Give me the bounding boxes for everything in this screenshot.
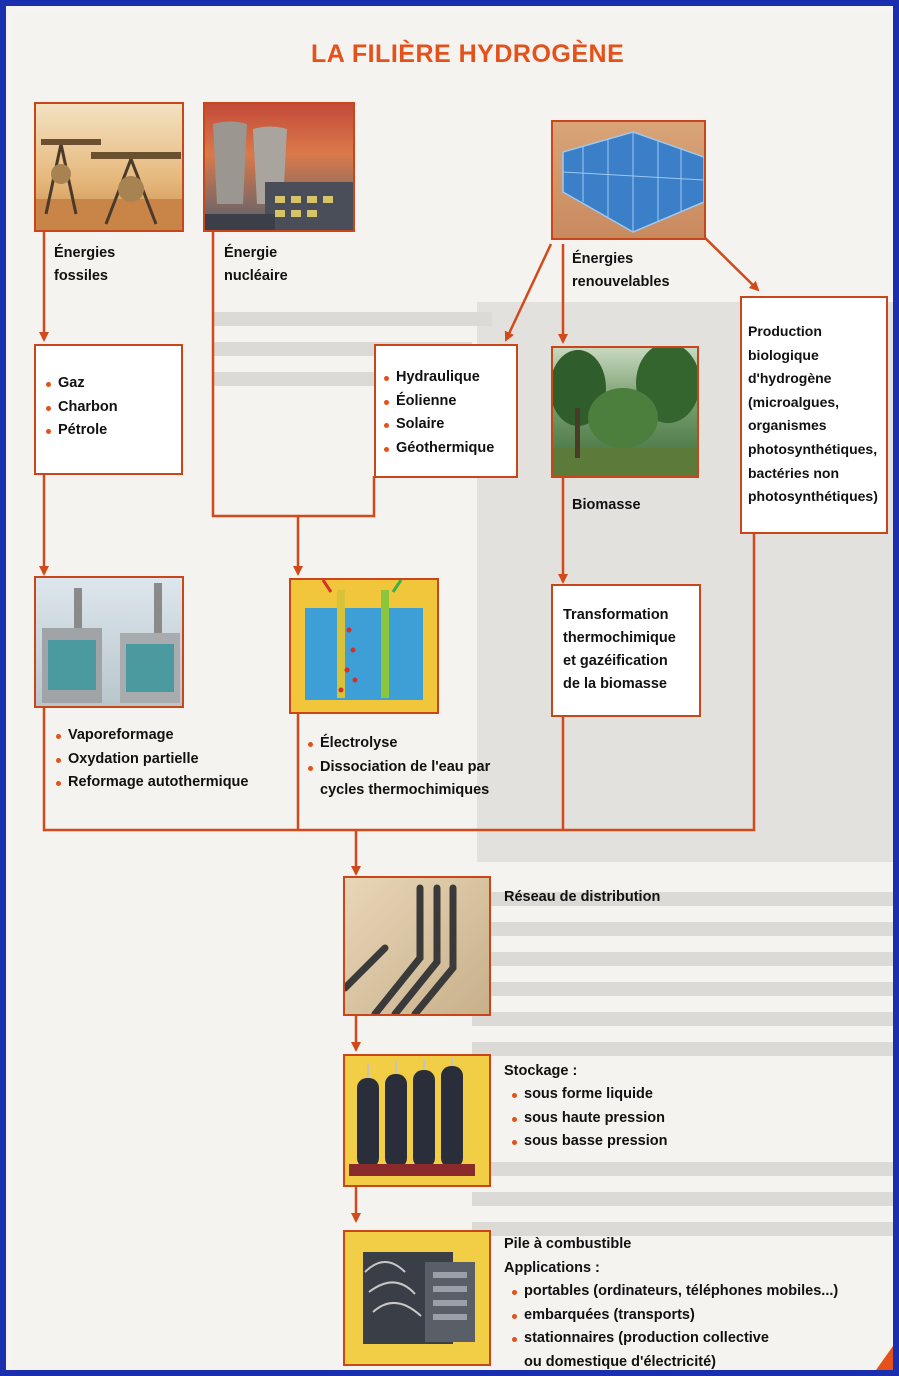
storage-tanks-image	[343, 1054, 491, 1187]
fossil-item-gaz: Gaz	[46, 372, 118, 396]
renewable-item-geothermique: Géothermique	[384, 437, 494, 461]
ghost-text-line	[472, 1042, 893, 1056]
bio-production-text: Production biologique d'hydrogène (micro…	[748, 323, 878, 505]
arrow-nuclear-to-electrolysis	[211, 231, 303, 576]
reforming-plant-image	[34, 576, 184, 708]
ghost-text-line	[472, 892, 893, 906]
solar-panel-image	[551, 120, 706, 240]
thermochem-text: Transformation thermochimique et gazéifi…	[563, 607, 676, 692]
renewable-item-hydraulique: Hydraulique	[384, 366, 494, 390]
ghost-text-line	[472, 1012, 893, 1026]
ghost-text-line	[472, 952, 893, 966]
diagram-title: LA FILIÈRE HYDROGÈNE	[311, 40, 625, 68]
thermochem-box: Transformation thermochimique et gazéifi…	[551, 584, 701, 717]
nuclear-plant-image	[203, 102, 355, 232]
fossil-energy-label: Énergies fossiles	[54, 245, 116, 284]
reforming-list: Vaporeformage Oxydation partielle Reform…	[56, 724, 248, 795]
nuclear-energy-label: Énergie nucléaire	[224, 245, 288, 284]
renewable-item-solaire: Solaire	[384, 413, 494, 437]
pile-block: Pile à combustible Applications : portab…	[504, 1232, 838, 1370]
reforming-list-wrap: Vaporeformage Oxydation partielle Reform…	[56, 724, 248, 795]
stockage-item-liquide: sous forme liquide	[512, 1083, 667, 1107]
oil-pump-image	[34, 102, 184, 232]
bio-production-box: Production biologique d'hydrogène (micro…	[740, 296, 888, 534]
collector-line	[42, 534, 756, 832]
electrolysis-item-dissociation: Dissociation de l'eau par cycles thermoc…	[308, 756, 490, 803]
ghost-text-line	[472, 1162, 893, 1176]
ghost-text-line	[472, 982, 893, 996]
pile-item-portables: portables (ordinateurs, téléphones mobil…	[512, 1280, 838, 1304]
electrolysis-item-electrolyse: Électrolyse	[308, 732, 490, 756]
pile-heading: Pile à combustible	[504, 1236, 632, 1252]
renewable-item-eolienne: Éolienne	[384, 390, 494, 414]
reseau-label: Réseau de distribution	[504, 889, 661, 905]
fossil-item-charbon: Charbon	[46, 396, 118, 420]
corner-mark	[876, 1346, 893, 1370]
ghost-text-line	[472, 1192, 893, 1206]
ghost-text-line	[472, 1222, 893, 1236]
arrow-renewable-to-list	[504, 243, 553, 342]
renewable-energy-label: Énergies renouvelables	[572, 251, 670, 290]
electrolysis-image	[289, 578, 439, 714]
pile-item-embarquees: embarquées (transports)	[512, 1304, 838, 1328]
fossil-item-petrole: Pétrole	[46, 419, 118, 443]
pile-subheading: Applications :	[504, 1260, 600, 1276]
biomass-label: Biomasse	[572, 497, 641, 513]
stockage-item-basse: sous basse pression	[512, 1130, 667, 1154]
ghost-text-line	[472, 922, 893, 936]
fossil-list: Gaz Charbon Pétrole	[46, 372, 118, 443]
reforming-item-vapo: Vaporeformage	[56, 724, 248, 748]
reforming-item-oxydation: Oxydation partielle	[56, 748, 248, 772]
renewable-list-box: Hydraulique Éolienne Solaire Géothermiqu…	[374, 344, 518, 478]
reforming-item-autothermique: Reformage autothermique	[56, 771, 248, 795]
renewable-list: Hydraulique Éolienne Solaire Géothermiqu…	[384, 366, 494, 460]
ghost-text-line	[212, 312, 492, 326]
pipeline-image	[343, 876, 491, 1016]
stockage-item-haute: sous haute pression	[512, 1107, 667, 1131]
fuel-cell-image	[343, 1230, 491, 1366]
biomass-forest-image	[551, 346, 699, 478]
line-renewables-to-electrolysis	[298, 476, 376, 518]
electrolysis-list-wrap: Électrolyse Dissociation de l'eau par cy…	[308, 732, 490, 803]
stockage-heading: Stockage :	[504, 1063, 578, 1079]
pile-item-stationnaires: stationnaires (production collective ou …	[512, 1327, 838, 1370]
connector-lines	[39, 224, 893, 1370]
fossil-list-box: Gaz Charbon Pétrole	[34, 344, 183, 475]
electrolysis-list: Électrolyse Dissociation de l'eau par cy…	[308, 732, 490, 803]
stockage-block: Stockage : sous forme liquide sous haute…	[504, 1060, 667, 1154]
stockage-list: sous forme liquide sous haute pression s…	[512, 1083, 667, 1154]
pile-list: portables (ordinateurs, téléphones mobil…	[512, 1280, 838, 1370]
